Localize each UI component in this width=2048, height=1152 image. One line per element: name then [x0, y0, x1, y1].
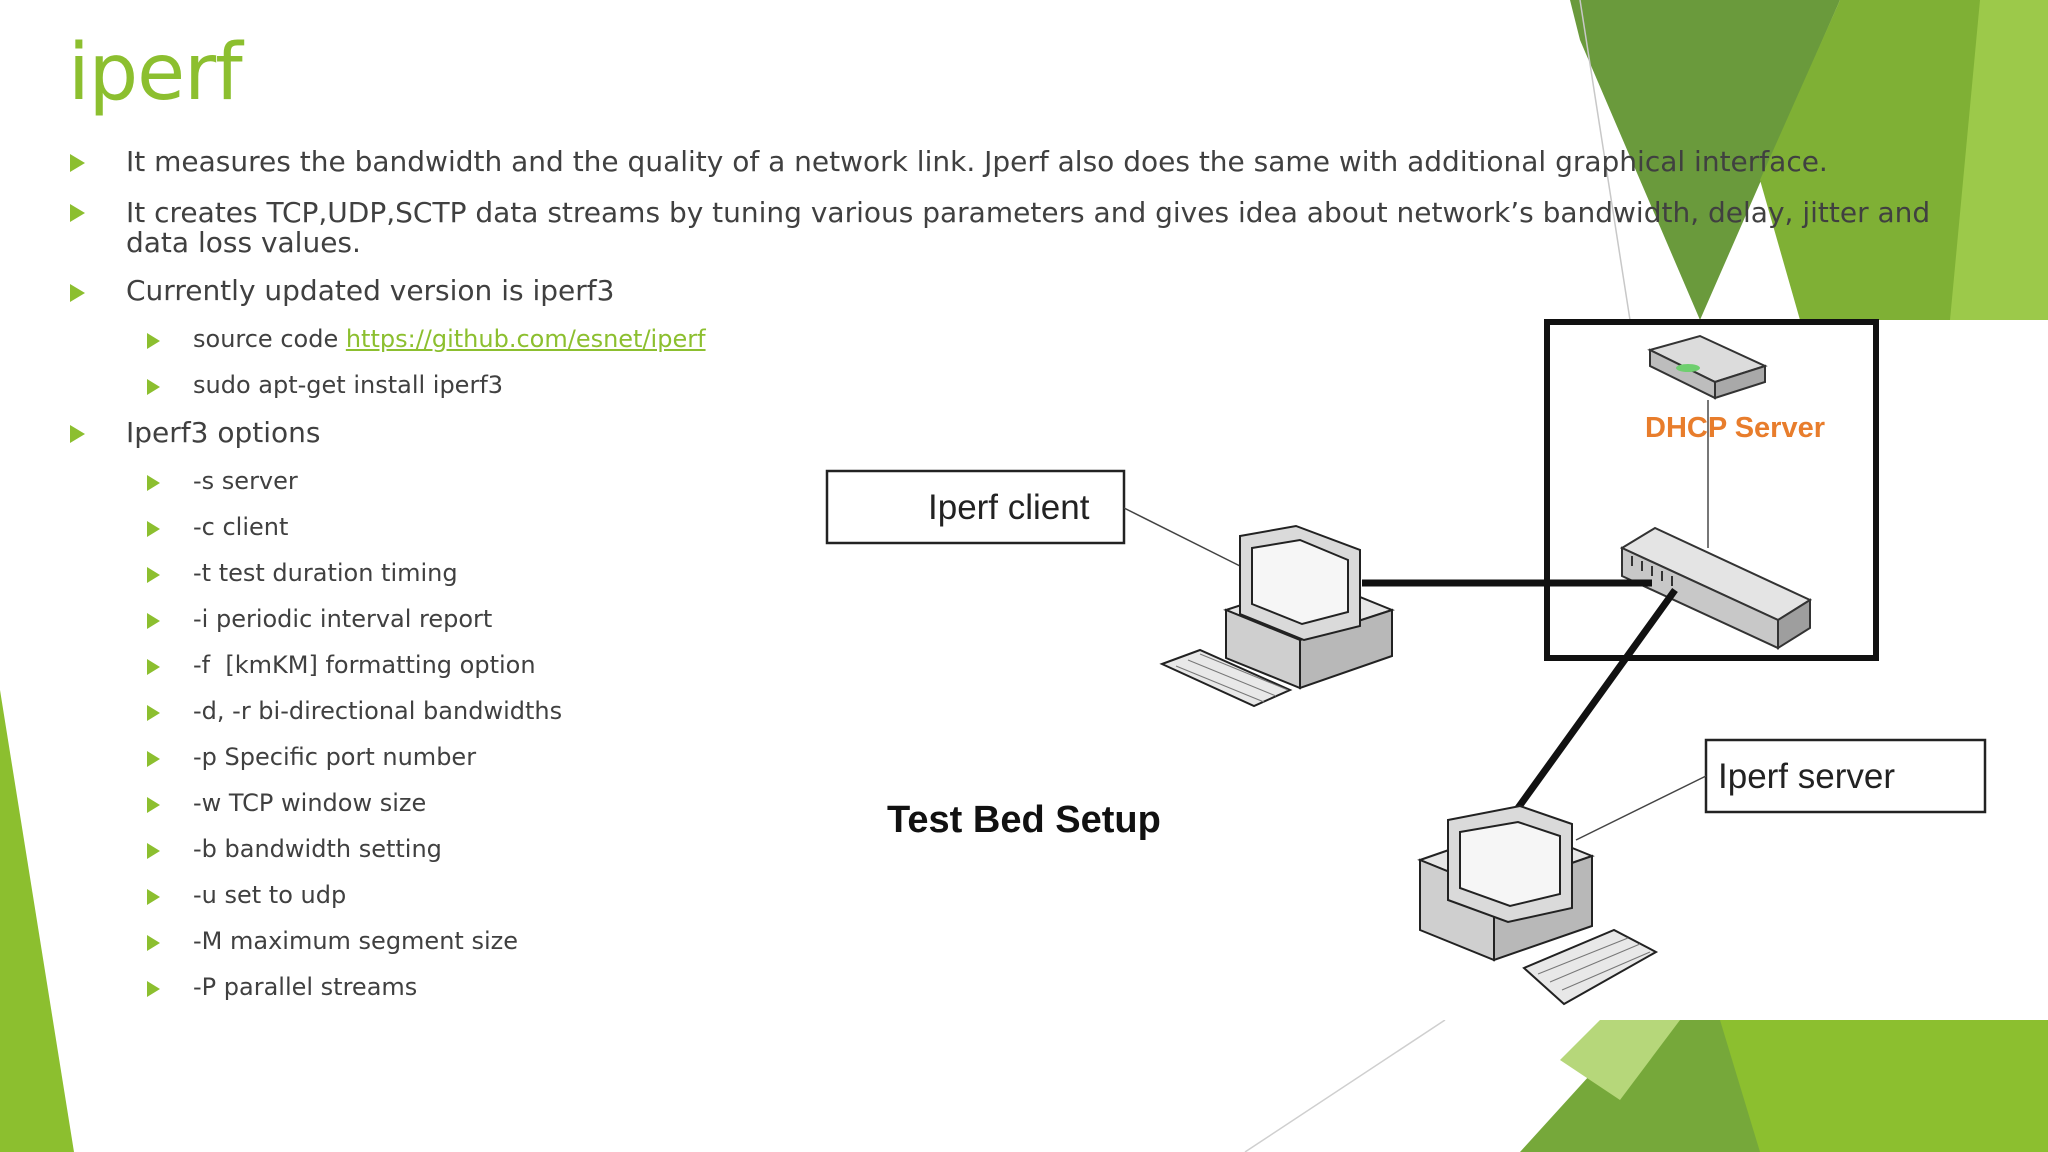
- left-green-facet: [0, 690, 74, 1152]
- option-item: -w TCP window size: [193, 789, 427, 817]
- client-computer-icon: [1159, 524, 1395, 708]
- dhcp-enclosure-box: [1544, 319, 1879, 661]
- bullet-options: Iperf3 options: [126, 416, 321, 449]
- option-item: -b bandwidth setting: [193, 835, 442, 863]
- option-item: -t test duration timing: [193, 559, 458, 587]
- bg-thin-line: [1579, 0, 1631, 321]
- option-item: -P parallel streams: [193, 973, 418, 1001]
- sub-bullet-source: source code https://github.com/esnet/ipe…: [193, 325, 706, 353]
- bg-thin-line-bottom: [1244, 1019, 1446, 1152]
- option-item: -s server: [193, 467, 298, 495]
- bullet-arrow-icon: [70, 154, 85, 172]
- sub-bullet-install: sudo apt-get install iperf3: [193, 371, 504, 399]
- client-label-box: [825, 469, 1126, 545]
- client-label: Iperf client: [928, 488, 1090, 527]
- client-label-pointer: [1123, 507, 1241, 567]
- dhcp-router-icon: [1647, 334, 1768, 400]
- server-switch-cable: [1515, 587, 1678, 811]
- sub-bullet-arrow-icon: [147, 475, 160, 491]
- diagram-caption: Test Bed Setup: [887, 799, 1161, 841]
- server-computer-icon: [1417, 804, 1659, 1006]
- network-switch-icon: [1619, 526, 1813, 650]
- option-item: -M maximum segment size: [193, 927, 518, 955]
- sub-bullet-arrow-icon: [147, 935, 160, 951]
- sub-bullet-arrow-icon: [147, 797, 160, 813]
- right-facet-bottom-light: [1560, 1020, 1680, 1100]
- server-label-pointer: [1575, 775, 1707, 841]
- sub-bullet-arrow-icon: [147, 889, 160, 905]
- sub-bullet-arrow-icon: [147, 843, 160, 859]
- bullet-arrow-icon: [70, 284, 85, 302]
- right-facet-light: [1950, 0, 2048, 320]
- source-code-label: source code: [193, 325, 346, 353]
- sub-bullet-arrow-icon: [147, 705, 160, 721]
- sub-bullet-arrow-icon: [147, 379, 160, 395]
- bullet-arrow-icon: [70, 204, 85, 222]
- dhcp-label: DHCP Server: [1645, 412, 1825, 444]
- option-item: -p Specific port number: [193, 743, 477, 771]
- server-label-box: [1704, 738, 1987, 814]
- option-item: -i periodic interval report: [193, 605, 493, 633]
- right-facet-dark: [1570, 0, 1840, 320]
- sub-bullet-arrow-icon: [147, 333, 160, 349]
- server-label: Iperf server: [1718, 757, 1895, 796]
- bullet-version: Currently updated version is iperf3: [126, 274, 615, 307]
- option-item: -u set to udp: [193, 881, 347, 909]
- sub-bullet-arrow-icon: [147, 521, 160, 537]
- sub-bullet-arrow-icon: [147, 659, 160, 675]
- bullet-bandwidth: It measures the bandwidth and the qualit…: [126, 145, 1828, 178]
- option-item: -d, -r bi-directional bandwidths: [193, 697, 563, 725]
- sub-bullet-arrow-icon: [147, 981, 160, 997]
- sub-bullet-arrow-icon: [147, 751, 160, 767]
- bullet-arrow-icon: [70, 425, 85, 443]
- github-link[interactable]: https://github.com/esnet/iperf: [345, 325, 706, 353]
- sub-bullet-arrow-icon: [147, 567, 160, 583]
- option-item: -c client: [193, 513, 289, 541]
- slide-title: iperf: [68, 28, 243, 118]
- option-item: -f [kmKM] formatting option: [193, 651, 536, 679]
- sub-bullet-arrow-icon: [147, 613, 160, 629]
- right-facet-bottom-mid: [1720, 1020, 2048, 1152]
- bullet-streams: It creates TCP,UDP,SCTP data streams by …: [126, 196, 1931, 259]
- diagram-panel: [1245, 320, 2005, 1020]
